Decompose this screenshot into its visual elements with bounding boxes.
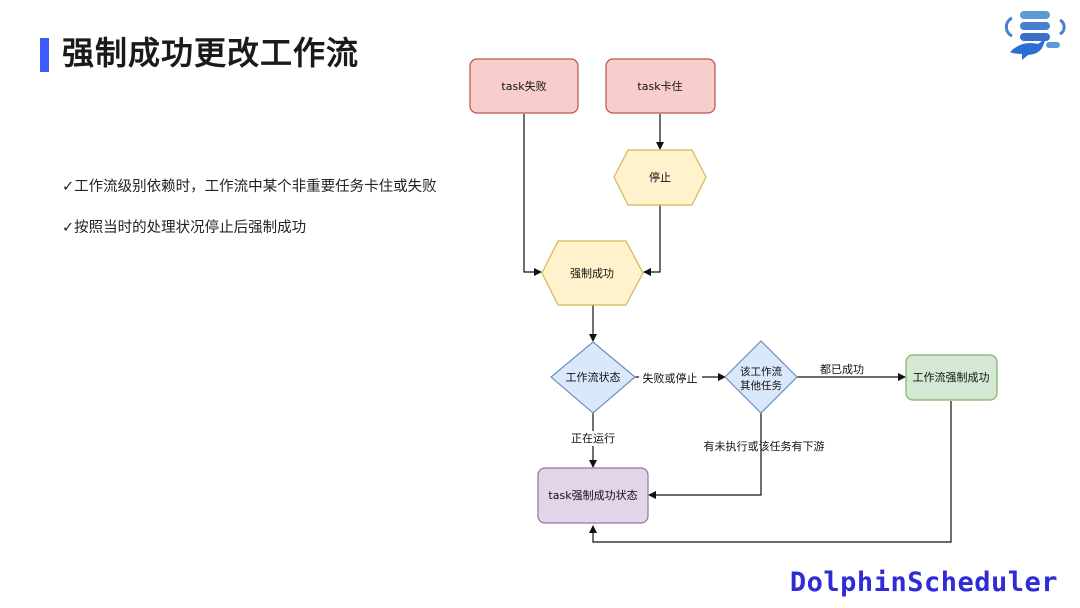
edge-label-bg (639, 370, 702, 385)
node-task-force-success-status (537, 467, 649, 524)
edge-failed-to-force (523, 114, 542, 276)
node-stop (613, 149, 707, 206)
slide-title: 强制成功更改工作流 (62, 34, 360, 72)
node-stop-label: 停止 (649, 170, 671, 184)
node-task-stuck (605, 58, 716, 114)
node-other-tasks (724, 340, 798, 414)
node-workflow-status (550, 341, 636, 414)
edge-wf-success-to-task-success (589, 401, 952, 543)
bullet-list: ✓工作流级别依赖时，工作流中某个非重要任务卡住或失败 ✓按照当时的处理状况停止后… (62, 176, 437, 258)
title-accent-bar (40, 38, 49, 72)
node-force-success (541, 240, 644, 306)
edge-others-to-task-success (648, 413, 762, 499)
node-task-force-success-status-label: task强制成功状态 (548, 488, 637, 502)
node-task-stuck-label: task卡住 (637, 79, 682, 93)
dolphin-logo-icon (1004, 11, 1066, 60)
node-other-tasks-label-2: 其他任务 (740, 379, 782, 392)
edge-label-running: 正在运行 (571, 432, 615, 445)
node-task-failed-label: task失败 (501, 79, 546, 93)
edge-label-bg (566, 431, 621, 446)
node-other-tasks-label-1: 该工作流 (740, 365, 782, 378)
edge-stop-to-force (643, 205, 661, 276)
bullet-item: ✓按照当时的处理状况停止后强制成功 (62, 220, 307, 236)
brand-logo-text: DolphinScheduler (789, 567, 1058, 598)
node-task-failed (469, 58, 579, 114)
edge-label-unexecuted-or-downstream: 有未执行或该任务有下游 (704, 439, 825, 453)
node-workflow-force-success (905, 354, 998, 401)
edge-label-failed-or-stopped: 失败或停止 (643, 371, 698, 385)
node-force-success-label: 强制成功 (570, 267, 614, 280)
edge-label-all-succeeded: 都已成功 (820, 363, 864, 376)
node-workflow-status-label: 工作流状态 (566, 370, 621, 384)
bullet-item: ✓工作流级别依赖时，工作流中某个非重要任务卡住或失败 (62, 179, 437, 195)
node-workflow-force-success-label: 工作流强制成功 (913, 370, 990, 384)
connectors (523, 114, 952, 543)
